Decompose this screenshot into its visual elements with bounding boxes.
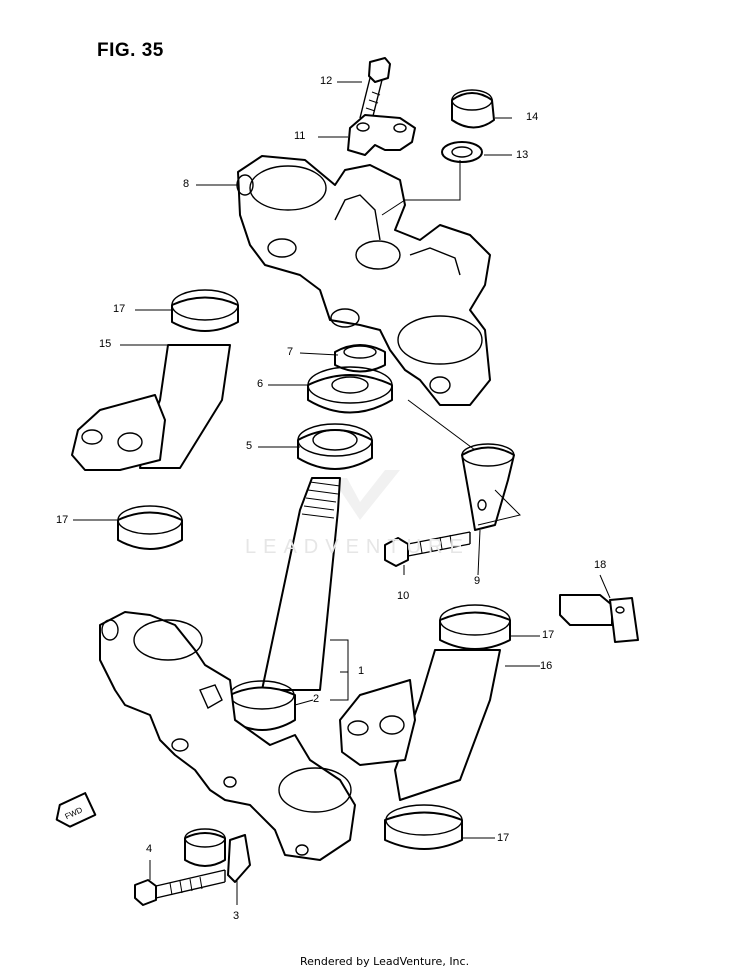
part-13-washer bbox=[441, 141, 483, 163]
callout-17-upper-left: 17 bbox=[113, 303, 126, 315]
part-9-holder bbox=[461, 443, 515, 531]
figure-title: FIG. 35 bbox=[97, 40, 164, 61]
part-4-bolt bbox=[134, 869, 226, 906]
callout-13: 13 bbox=[516, 149, 529, 161]
lower-bracket bbox=[99, 611, 356, 861]
callout-4: 4 bbox=[146, 843, 153, 855]
watermark-text: LEADVENTURE bbox=[245, 536, 470, 558]
part-12-bolt bbox=[359, 57, 391, 121]
callout-6: 6 bbox=[257, 378, 264, 390]
callout-11: 11 bbox=[294, 130, 306, 142]
part-6-bearing-cover bbox=[307, 366, 393, 414]
callout-17-lower-right: 17 bbox=[497, 832, 510, 844]
callout-16: 16 bbox=[540, 660, 553, 672]
watermark-logo bbox=[332, 470, 400, 520]
callout-10: 10 bbox=[397, 590, 410, 602]
part-16-right-holder bbox=[339, 604, 511, 850]
callout-15: 15 bbox=[99, 338, 112, 350]
part-5-bearing bbox=[297, 423, 373, 470]
footer-credit: Rendered by LeadVenture, Inc. bbox=[300, 955, 470, 968]
callout-17-upper-right: 17 bbox=[542, 629, 555, 641]
callout-14: 14 bbox=[526, 111, 539, 123]
part-14-cap bbox=[451, 89, 495, 129]
callout-5: 5 bbox=[246, 440, 253, 452]
callout-7: 7 bbox=[287, 346, 294, 358]
callout-3: 3 bbox=[233, 910, 240, 922]
part-1-steering-stem bbox=[229, 477, 341, 731]
leader-lines bbox=[73, 81, 611, 905]
callout-8: 8 bbox=[183, 178, 190, 190]
callout-2: 2 bbox=[313, 693, 320, 705]
part-8-upper-bracket bbox=[236, 155, 491, 406]
part-15-left-holder bbox=[71, 289, 239, 550]
part-7-stem-nut bbox=[334, 344, 386, 373]
callout-17-lower-left: 17 bbox=[56, 514, 69, 526]
callout-1: 1 bbox=[358, 665, 365, 677]
part-11-handlebar-clamp bbox=[347, 114, 416, 156]
callout-18: 18 bbox=[594, 559, 607, 571]
part-18-switch bbox=[559, 594, 639, 643]
fwd-arrow-icon: FWD bbox=[55, 792, 97, 828]
callout-9: 9 bbox=[474, 575, 481, 587]
part-3-hose-holder bbox=[184, 828, 251, 883]
callout-12: 12 bbox=[320, 75, 333, 87]
part-10-bolt bbox=[384, 531, 471, 567]
